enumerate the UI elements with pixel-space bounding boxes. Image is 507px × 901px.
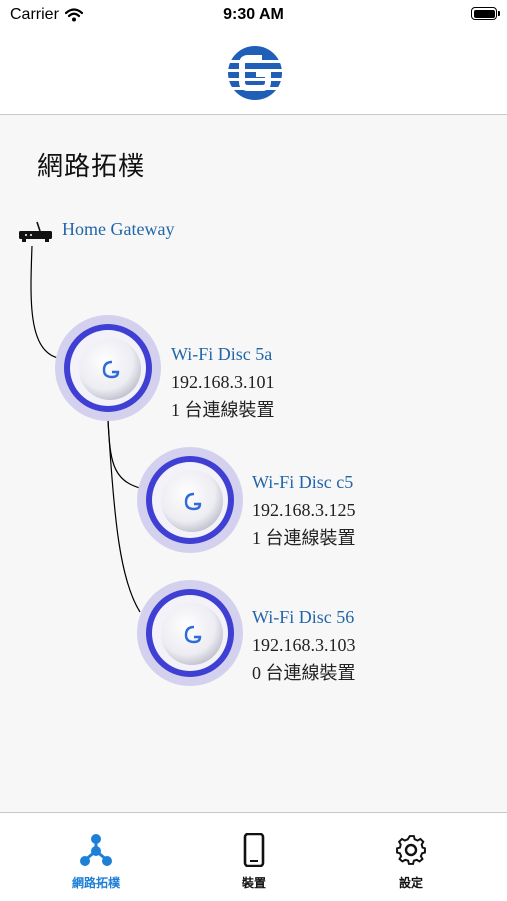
disc-name[interactable]: Wi-Fi Disc 56: [252, 607, 355, 627]
disc-connected-devices: 1 台連線裝置: [171, 400, 275, 420]
tab-label: 裝置: [241, 876, 266, 890]
wifi-disc-icon: [137, 580, 243, 686]
status-bar: Carrier 9:30 AM: [0, 0, 507, 30]
disc-connected-devices: 1 台連線裝置: [252, 528, 356, 548]
phone-device-icon: [243, 832, 265, 868]
disc-node-c5[interactable]: Wi-Fi Disc c5 192.168.3.125 1 台連線裝置: [252, 468, 356, 552]
brand-logo: [228, 46, 282, 100]
disc-node-5a[interactable]: Wi-Fi Disc 5a 192.168.3.101 1 台連線裝置: [171, 340, 275, 424]
carrier-indicator: Carrier: [10, 6, 83, 24]
disc-ip-address: 192.168.3.125: [252, 500, 356, 520]
gateway-node[interactable]: Home Gateway: [62, 215, 174, 243]
tab-label: 網路拓樸: [71, 876, 120, 890]
tab-network-topology[interactable]: 網路拓樸: [46, 833, 146, 891]
navigation-bar: [0, 30, 507, 115]
wifi-disc-icon: [137, 447, 243, 553]
page-title: 網路拓樸: [37, 152, 146, 182]
wifi-signal-icon: [64, 8, 83, 22]
disc-node-56[interactable]: Wi-Fi Disc 56 192.168.3.103 0 台連線裝置: [252, 603, 356, 687]
tab-label: 設定: [398, 876, 423, 890]
disc-ip-address: 192.168.3.101: [171, 372, 275, 392]
clock: 9:30 AM: [223, 6, 284, 23]
gear-icon: [396, 835, 426, 865]
disc-connected-devices: 0 台連線裝置: [252, 663, 356, 683]
tab-bar: 網路拓樸 裝置 設定: [0, 812, 507, 901]
link-5a-to-56: [107, 419, 141, 613]
link-gateway-to-5a: [30, 245, 59, 359]
disc-name[interactable]: Wi-Fi Disc c5: [252, 472, 354, 492]
tab-settings[interactable]: 設定: [361, 833, 461, 891]
link-5a-to-c5: [107, 419, 141, 489]
network-topology-icon: [80, 834, 112, 866]
wifi-disc-icon: [55, 315, 161, 421]
tab-devices[interactable]: 裝置: [204, 832, 304, 891]
carrier-label: Carrier: [10, 6, 59, 23]
battery-icon: [471, 7, 500, 20]
disc-ip-address: 192.168.3.103: [252, 635, 356, 655]
router-icon: [19, 221, 52, 242]
disc-name[interactable]: Wi-Fi Disc 5a: [171, 344, 273, 364]
gateway-name[interactable]: Home Gateway: [62, 219, 175, 239]
